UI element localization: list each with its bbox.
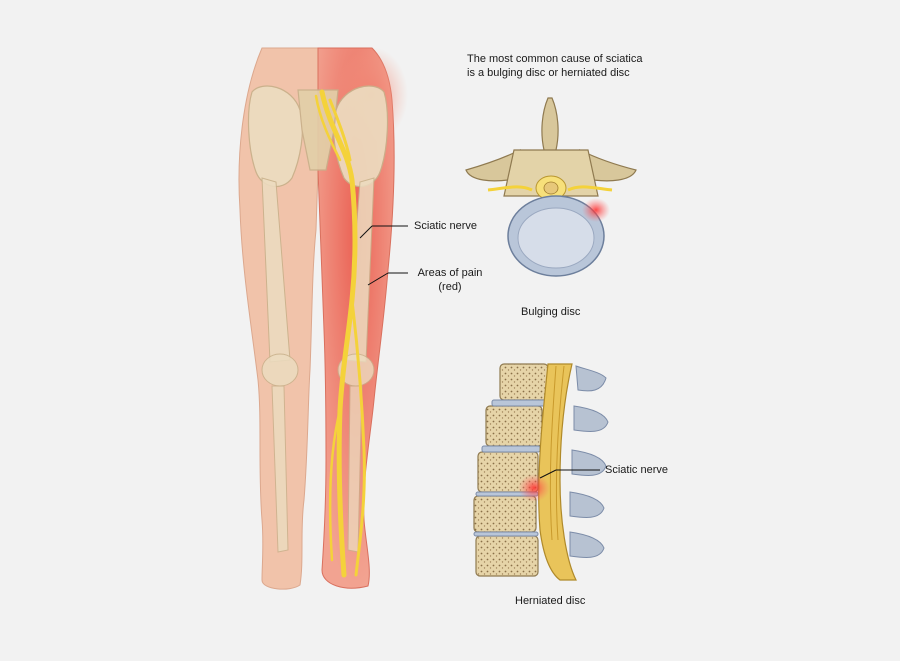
herniated-sciatic-nerve-label: Sciatic nerve: [605, 463, 668, 477]
heading-line-1: The most common cause of sciatica: [467, 52, 667, 66]
areas-of-pain-line-2: (red): [411, 280, 489, 294]
diagram-heading: The most common cause of sciatica is a b…: [467, 52, 667, 80]
bulging-disc-caption: Bulging disc: [521, 305, 580, 319]
legs-figure: [239, 47, 408, 589]
herniated-disc-illustration: [474, 364, 608, 580]
heading-line-2: is a bulging disc or herniated disc: [467, 66, 667, 80]
areas-of-pain-line-1: Areas of pain: [411, 266, 489, 280]
sciatic-nerve-label: Sciatic nerve: [414, 219, 477, 233]
bulging-disc-illustration: [466, 98, 636, 276]
areas-of-pain-label: Areas of pain (red): [411, 266, 489, 294]
herniated-disc-caption: Herniated disc: [515, 594, 585, 608]
